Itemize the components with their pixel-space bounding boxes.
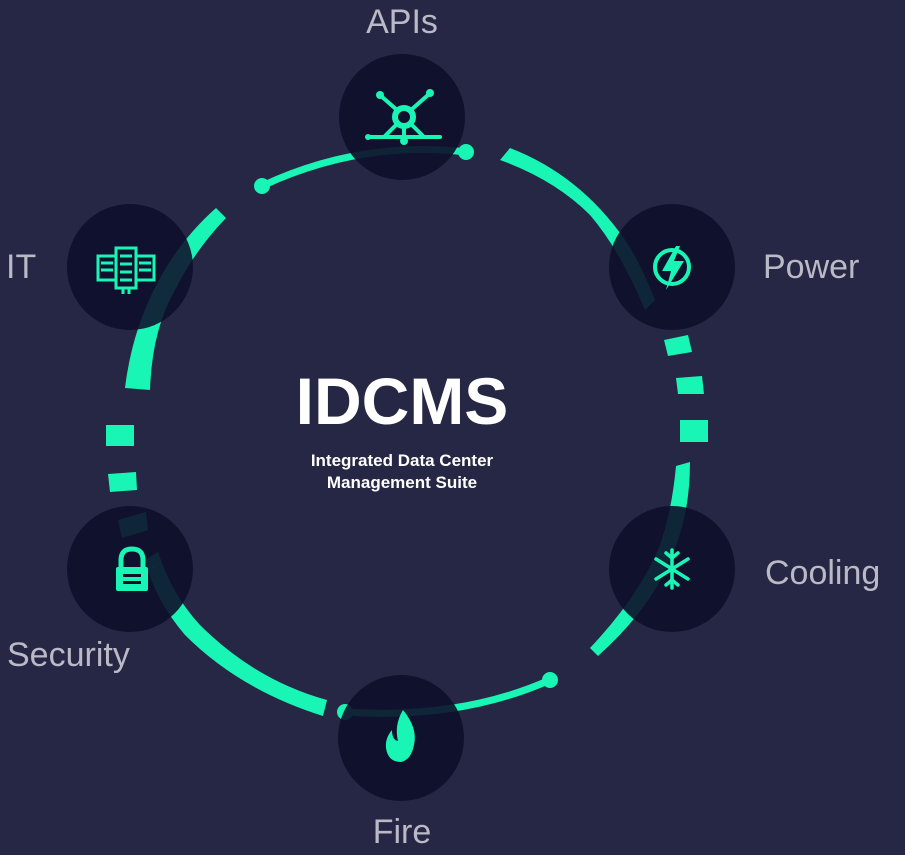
diagram-title: IDCMS bbox=[295, 364, 509, 438]
node-label-it: IT bbox=[6, 248, 37, 286]
subtitle-line: Integrated Data Center bbox=[310, 451, 494, 470]
node-it bbox=[67, 204, 193, 330]
ring-dash bbox=[676, 376, 704, 394]
node-label-fire: Fire bbox=[372, 813, 432, 851]
padlock-icon bbox=[116, 546, 148, 591]
node-fire bbox=[338, 675, 464, 801]
node-label-cooling: Cooling bbox=[765, 554, 881, 592]
snowflake-icon bbox=[654, 548, 690, 590]
node-security bbox=[67, 506, 193, 632]
network-hub-icon bbox=[365, 89, 442, 145]
ring-dash bbox=[680, 420, 708, 442]
lightning-bolt-icon bbox=[653, 246, 691, 290]
node-label-apis: APIs bbox=[366, 3, 438, 41]
subtitle-line: Management Suite bbox=[326, 473, 478, 492]
ring-endpoint bbox=[458, 144, 474, 160]
ring-dash bbox=[108, 472, 137, 492]
ring-endpoint bbox=[542, 672, 558, 688]
node-label-power: Power bbox=[763, 248, 860, 286]
node-cooling bbox=[609, 506, 735, 632]
node-label-security: Security bbox=[7, 636, 130, 674]
node-apis bbox=[339, 54, 465, 180]
server-rack-icon bbox=[96, 246, 156, 294]
node-power bbox=[609, 204, 735, 330]
diagram-subtitle: Integrated Data Center Management Suite bbox=[227, 450, 577, 494]
ring-dash bbox=[106, 425, 134, 446]
ring-endpoint bbox=[254, 178, 270, 194]
ring-arc-left-upper bbox=[125, 208, 226, 390]
flame-icon bbox=[385, 710, 415, 762]
ring-dash bbox=[664, 335, 692, 356]
